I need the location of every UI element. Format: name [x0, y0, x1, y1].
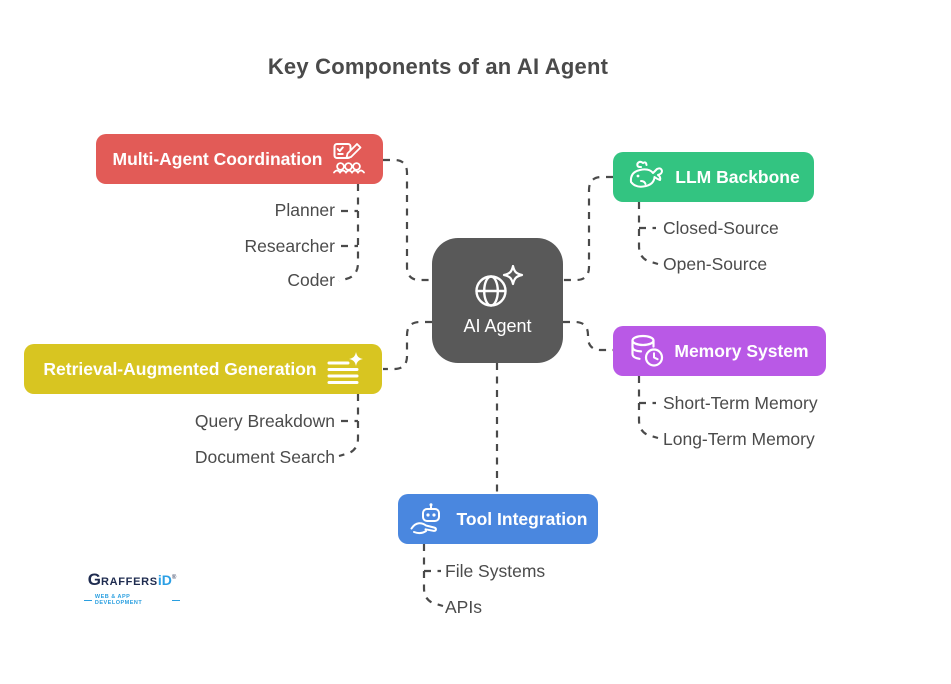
branch-llm-backbone: LLM Backbone: [613, 152, 814, 202]
team-checklist-icon: [333, 143, 366, 174]
child-planner: Planner: [274, 200, 335, 220]
globe-sparkle-icon: [474, 264, 523, 307]
branch-retrieval-augmented-generation: Retrieval-Augmented Generation: [24, 344, 382, 394]
hand-robot-icon: [410, 503, 440, 535]
child-open-source: Open-Source: [663, 254, 768, 274]
child-document-search: Document Search: [194, 447, 335, 467]
logo-letter-g: G: [87, 570, 101, 589]
child-apis: APIs: [445, 597, 482, 617]
lines-sparkle-icon: [327, 352, 363, 384]
child-closed-source: Closed-Source: [663, 218, 779, 238]
child-file-systems: File Systems: [445, 561, 546, 581]
tagline-left-rule: [84, 599, 92, 601]
logo-tagline: WEB & APP DEVELOPMENT: [84, 594, 180, 606]
branch-memory-system: Memory System: [613, 326, 826, 376]
child-query-breakdown: Query Breakdown: [194, 411, 335, 431]
registered-mark: ®: [171, 575, 177, 581]
page-title: Key Components of an AI Agent: [267, 54, 609, 79]
child-coder: Coder: [287, 270, 335, 290]
child-short-term-memory: Short-Term Memory: [663, 393, 818, 413]
branch-label: Multi-Agent Coordination: [112, 148, 323, 169]
whale-icon: [630, 160, 664, 188]
branch-label: LLM Backbone: [675, 166, 800, 187]
child-long-term-memory: Long-Term Memory: [663, 429, 815, 449]
branch-tool-integration: Tool Integration: [398, 494, 598, 544]
database-clock-icon: [631, 334, 664, 367]
logo-id-text: iD: [157, 572, 172, 588]
child-researcher: Researcher: [244, 236, 335, 256]
center-node-label: AI Agent: [463, 315, 532, 336]
tagline-text: WEB & APP DEVELOPMENT: [94, 594, 143, 606]
branch-label: Tool Integration: [456, 508, 588, 529]
branch-label: Memory System: [674, 340, 809, 361]
branch-label: Retrieval-Augmented Generation: [43, 358, 317, 379]
center-node-ai-agent: AI Agent: [432, 238, 563, 363]
branch-multi-agent-coordination: Multi-Agent Coordination: [96, 134, 383, 184]
logo-text: RAFFERS: [100, 576, 158, 588]
tagline-right-rule: [172, 599, 180, 601]
